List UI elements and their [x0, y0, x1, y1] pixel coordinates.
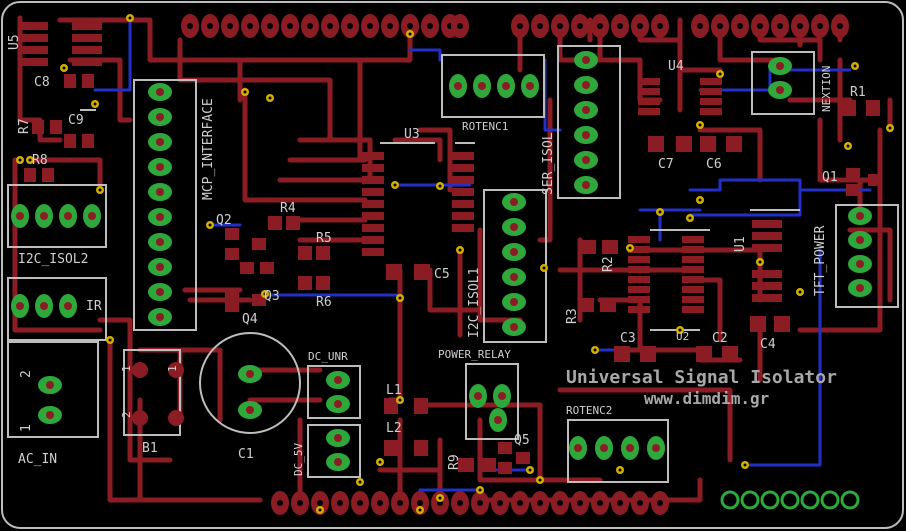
smd-pads: [18, 22, 882, 474]
label-dc-5v: DC_5V: [292, 443, 305, 476]
label-c8: C8: [34, 75, 50, 90]
label-power-relay: POWER_RELAY: [438, 348, 511, 361]
label-ac-in: AC_IN: [18, 452, 57, 467]
th-pad: [168, 362, 184, 378]
label-u4: U4: [668, 59, 684, 74]
label-c2: C2: [712, 331, 728, 346]
label-r3: R3: [565, 308, 580, 324]
header-pin: [760, 490, 780, 510]
silkscreen-outlines: [7, 45, 899, 483]
label-c5: C5: [434, 267, 450, 282]
label-c4: C4: [760, 337, 776, 352]
label-rotenc1: ROTENC1: [462, 120, 508, 133]
th-pad: [132, 362, 148, 378]
label-mcp-interface: MCP_INTERFACE: [201, 98, 216, 200]
label-ac-pin2: 2: [19, 370, 34, 378]
top-header-pins: [181, 14, 459, 38]
header-pin: [780, 490, 800, 510]
label-b1-pin1: 1: [120, 365, 133, 372]
label-u2: U2: [676, 330, 689, 343]
label-nextion: NEXTION: [820, 66, 833, 112]
label-q4: Q4: [242, 312, 258, 327]
label-l2: L2: [386, 421, 402, 436]
label-r7: R7: [17, 118, 32, 134]
label-r1: R1: [850, 85, 866, 100]
label-c3: C3: [620, 331, 636, 346]
bottom-header-pins: [271, 491, 669, 515]
label-c6: C6: [706, 157, 722, 172]
board-url: www.dimdim.gr: [644, 389, 769, 408]
label-r2: R2: [601, 256, 616, 272]
label-u5: U5: [7, 34, 22, 50]
through-hole-pads: [11, 51, 872, 471]
board-title: Universal Signal Isolator: [566, 367, 837, 388]
label-b1-pin3: 1: [166, 365, 179, 372]
header-pin: [800, 490, 820, 510]
label-dc-unr: DC_UNR: [308, 350, 348, 363]
bottom-header-pins-right: [720, 490, 860, 510]
label-r4: R4: [280, 201, 296, 216]
label-ser-isol: SER_ISOL: [541, 132, 556, 195]
label-c1: C1: [238, 447, 254, 462]
label-q5: Q5: [514, 433, 530, 448]
label-rotenc2: ROTENC2: [566, 404, 612, 417]
th-pad: [168, 410, 184, 426]
label-tft-power: TFT_POWER: [813, 225, 828, 296]
label-u1: U1: [733, 236, 748, 252]
label-i2c-isol1: I2C_ISOL1: [467, 268, 482, 338]
silk-labels: U5 C8 C9 R7 R8 I2C_ISOL2 IR MCP_INTERFAC…: [7, 34, 866, 476]
header-pin: [820, 490, 840, 510]
label-r6: R6: [316, 295, 332, 310]
label-q2: Q2: [216, 213, 232, 228]
label-q3: Q3: [264, 289, 280, 304]
header-pin: [840, 490, 860, 510]
header-pin: [720, 490, 740, 510]
label-i2c-isol2: I2C_ISOL2: [18, 252, 88, 267]
vias: [16, 14, 894, 514]
label-c7: C7: [658, 157, 674, 172]
label-u3: U3: [404, 127, 420, 142]
label-l1: L1: [386, 383, 402, 398]
label-q1: Q1: [822, 170, 838, 185]
label-r5: R5: [316, 231, 332, 246]
label-r9: R9: [447, 454, 462, 470]
label-r8: R8: [32, 153, 48, 168]
label-c9: C9: [68, 113, 84, 128]
header-pin: [740, 490, 760, 510]
top-header-pins-right: [451, 14, 849, 38]
label-ir: IR: [86, 299, 102, 314]
label-ac-pin1: 1: [19, 424, 34, 432]
th-pad: [132, 410, 148, 426]
label-b1: B1: [142, 441, 158, 456]
label-b1-pin2: 2: [120, 411, 133, 418]
